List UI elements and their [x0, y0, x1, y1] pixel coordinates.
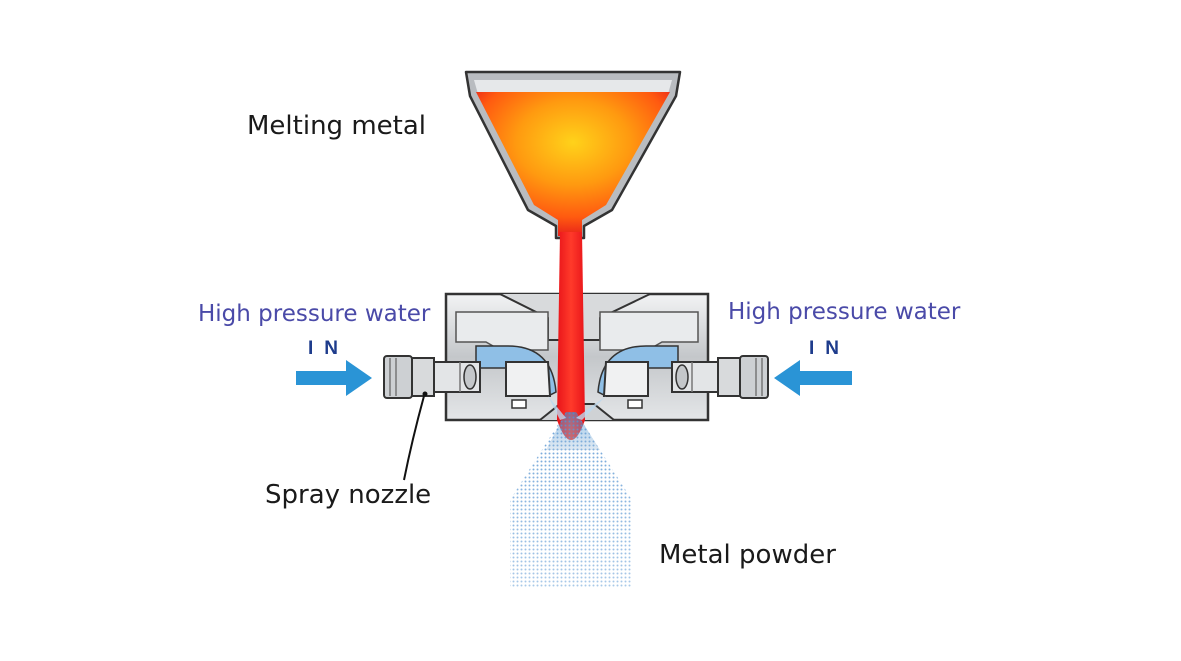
high-pressure-water-label-right: High pressure water — [728, 299, 961, 325]
in-label-right: IN — [809, 338, 850, 359]
crucible-funnel-icon — [464, 70, 682, 240]
arrow-left-icon — [774, 360, 852, 396]
metal-powder-label: Metal powder — [659, 540, 836, 570]
high-pressure-water-label-left: High pressure water — [198, 301, 431, 327]
pipe-fitting-icon — [671, 355, 769, 399]
molten-metal-stream — [557, 232, 585, 440]
spray-nozzle-label: Spray nozzle — [265, 480, 432, 510]
in-label-left: IN — [308, 338, 349, 359]
melting-metal-label: Melting metal — [247, 111, 426, 141]
pipe-fitting-icon — [383, 355, 481, 399]
spray-nozzle-leader — [403, 395, 425, 481]
arrow-right-icon — [296, 360, 372, 396]
metal-powder-spray — [510, 396, 632, 588]
nozzle-block — [444, 292, 710, 422]
